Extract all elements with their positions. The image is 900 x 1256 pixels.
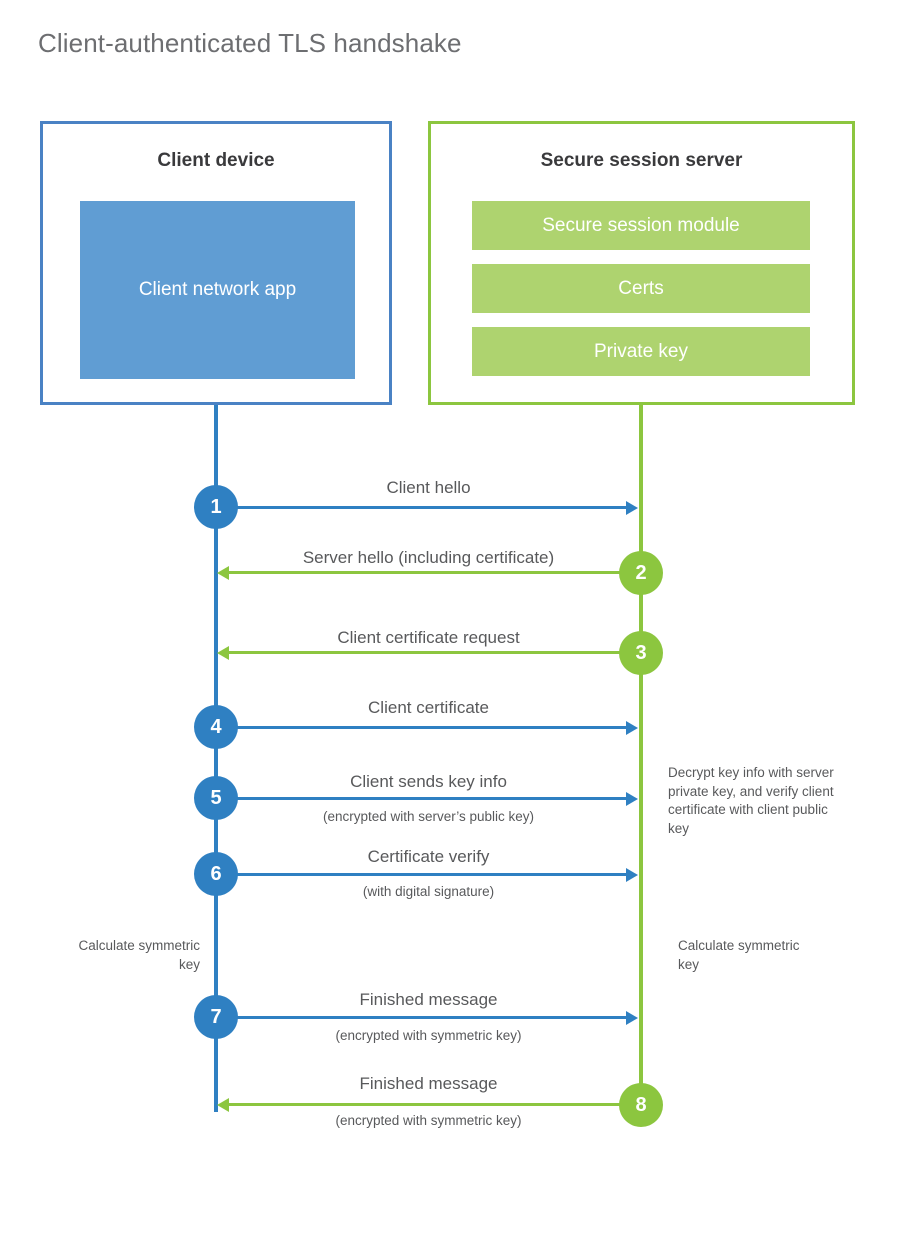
step-6-arrow <box>216 867 638 882</box>
step-5-arrow <box>216 791 638 806</box>
step-2-marker: 2 <box>619 551 663 595</box>
step-5-label: Client sends key info <box>350 772 507 791</box>
step-7-marker: 7 <box>194 995 238 1039</box>
step-2-label: Server hello (including certificate) <box>302 548 555 567</box>
step-7-label: Finished message <box>359 990 498 1009</box>
step-3-arrow <box>217 645 627 660</box>
step-1-arrow <box>216 500 638 515</box>
client-device-title: Client device <box>157 150 275 171</box>
step-1-label: Client hello <box>386 478 471 497</box>
step-4-arrow <box>216 720 638 735</box>
step-7-sublabel: (encrypted with symmetric key) <box>335 1028 522 1043</box>
step-6-sublabel: (with digital signature) <box>362 884 495 899</box>
client-calculate-symmetric-key-note: Calculate symmetric key <box>78 938 200 972</box>
page-title: Client-authenticated TLS handshake <box>38 28 462 58</box>
step-3-marker: 3 <box>619 631 663 675</box>
client-network-app-block: Client network app <box>80 201 355 379</box>
client-device-box: Client device Client network app <box>40 121 392 405</box>
step-8-label: Finished message <box>359 1074 498 1093</box>
step-2-arrow <box>217 565 627 580</box>
server-calculate-symmetric-key-note: Calculate symmetric key <box>678 938 800 972</box>
step-5-sublabel: (encrypted with server’s public key) <box>322 809 535 824</box>
step-4-label: Client certificate <box>368 698 489 717</box>
step-7-arrow <box>216 1010 638 1025</box>
server-component-certs: Certs <box>472 264 810 313</box>
step-3-label: Client certificate request <box>337 628 520 647</box>
step-8-marker: 8 <box>619 1083 663 1127</box>
step-5-marker: 5 <box>194 776 238 820</box>
step-8-arrow <box>217 1097 627 1112</box>
client-lifeline <box>214 405 218 1112</box>
step-6-marker: 6 <box>194 852 238 896</box>
secure-session-server-title: Secure session server <box>540 150 743 171</box>
server-decrypt-note: Decrypt key info with server private key… <box>668 765 834 836</box>
step-8-sublabel: (encrypted with symmetric key) <box>335 1113 522 1128</box>
step-6-label: Certificate verify <box>367 847 490 866</box>
secure-session-server-box: Secure session server Secure session mod… <box>428 121 855 405</box>
server-component-private-key: Private key <box>472 327 810 376</box>
server-lifeline <box>639 405 643 1105</box>
step-1-marker: 1 <box>194 485 238 529</box>
step-4-marker: 4 <box>194 705 238 749</box>
server-component-secure-session-module: Secure session module <box>472 201 810 250</box>
